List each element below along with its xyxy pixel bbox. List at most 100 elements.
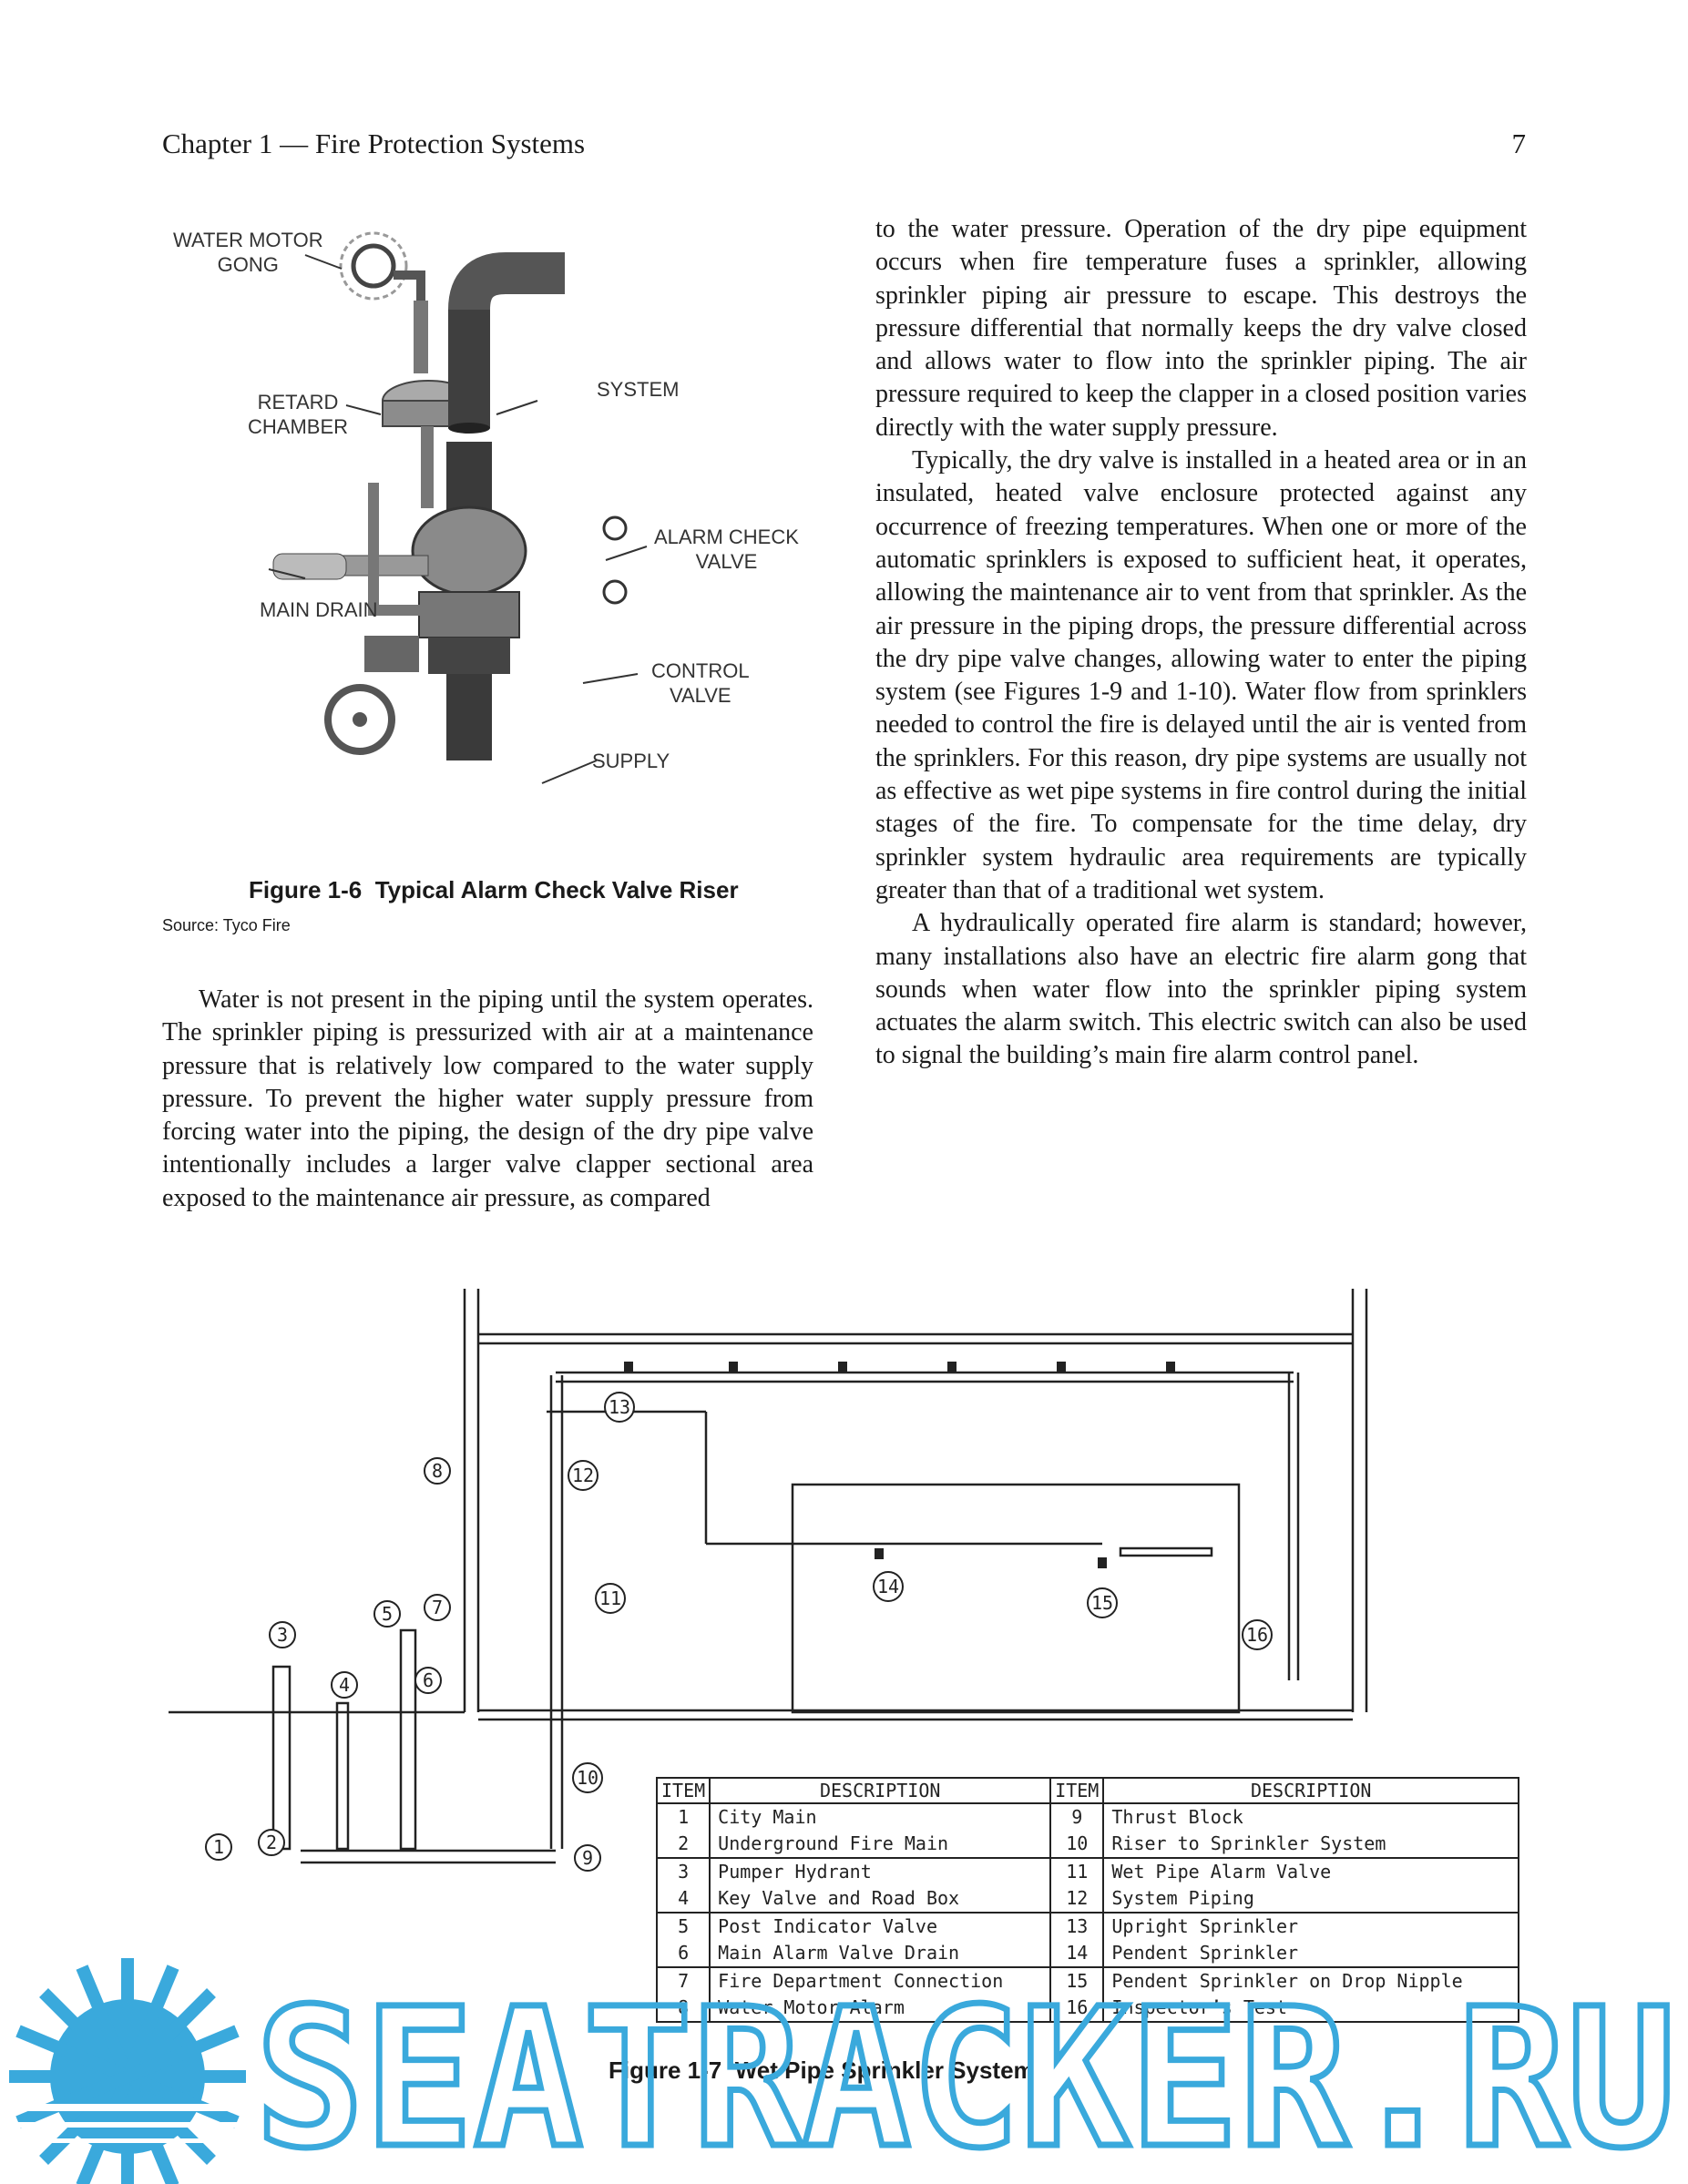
page-number: 7 — [1511, 128, 1527, 159]
callout-3-label: 3 — [277, 1624, 288, 1646]
table-row: 5 Post Indicator Valve 13 Upright Sprink… — [655, 1913, 1519, 1940]
callout-12-label: 12 — [572, 1465, 594, 1486]
item-number: 2 — [655, 1831, 711, 1859]
figure-1-6-illustration — [268, 231, 648, 784]
table-row: 4 Key Valve and Road Box 12 System Pipin… — [655, 1885, 1519, 1914]
table-row: 7 Fire Department Connection 15 Pendent … — [655, 1967, 1519, 1995]
callout-16-label: 16 — [1246, 1624, 1268, 1646]
item-description: Fire Department Connection — [709, 1967, 1052, 1995]
label-alarm-check-valve: ALARM CHECK VALVE — [654, 526, 799, 573]
figure-1-6-caption: Figure 1-6 Typical Alarm Check Valve Ris… — [249, 876, 739, 903]
item-number: 4 — [655, 1885, 711, 1914]
item-number: 7 — [655, 1967, 711, 1995]
item-number: 15 — [1049, 1967, 1105, 1995]
table-header-item: ITEM — [1049, 1777, 1105, 1804]
callout-4: 4 — [331, 1671, 358, 1699]
item-number: 3 — [655, 1858, 711, 1885]
table-row: 2 Underground Fire Main 10 Riser to Spri… — [655, 1831, 1519, 1859]
table-header-row: ITEM DESCRIPTION ITEM DESCRIPTION — [655, 1777, 1519, 1804]
table-header-description: DESCRIPTION — [709, 1777, 1052, 1804]
label-control-valve: CONTROL VALVE — [651, 659, 750, 707]
callout-16: 16 — [1242, 1619, 1273, 1650]
callout-3: 3 — [269, 1621, 296, 1648]
callout-10-label: 10 — [577, 1767, 598, 1789]
label-supply: SUPPLY — [592, 750, 670, 772]
label-main-drain: MAIN DRAIN — [260, 598, 378, 621]
table-row: 1 City Main 9 Thrust Block — [655, 1803, 1519, 1831]
callout-2: 2 — [258, 1829, 285, 1856]
item-number: 5 — [655, 1913, 711, 1940]
item-description: Wet Pipe Alarm Valve — [1102, 1858, 1519, 1885]
item-description: Key Valve and Road Box — [709, 1885, 1052, 1914]
label-water-motor-gong: WATER MOTOR GONG — [173, 229, 323, 276]
left-column: Water is not present in the piping until… — [162, 984, 813, 1215]
right-column: to the water pressure. Operation of the … — [875, 213, 1527, 1073]
table-row: 3 Pumper Hydrant 11 Wet Pipe Alarm Valve — [655, 1858, 1519, 1885]
callout-5: 5 — [373, 1600, 401, 1628]
item-description: Main Alarm Valve Drain — [709, 1940, 1052, 1968]
item-description: Upright Sprinkler — [1102, 1913, 1519, 1940]
callout-7: 7 — [424, 1594, 451, 1621]
callout-9-label: 9 — [582, 1847, 593, 1869]
paragraph: to the water pressure. Operation of the … — [875, 215, 1527, 442]
paragraph: Water is not present in the piping until… — [162, 985, 813, 1212]
callout-9: 9 — [574, 1844, 601, 1872]
watermark-text: SEATRACKER.RU — [255, 1967, 1676, 2184]
item-description: City Main — [709, 1803, 1052, 1831]
callout-1: 1 — [205, 1833, 232, 1861]
callout-6: 6 — [414, 1667, 442, 1694]
table-row: 6 Main Alarm Valve Drain 14 Pendent Spri… — [655, 1940, 1519, 1968]
figure-1-7-caption: Figure 1-7 Wet Pipe Sprinkler System — [609, 2056, 1035, 2084]
sun-logo-icon — [0, 1958, 255, 2184]
item-number: 14 — [1049, 1940, 1105, 1968]
callout-15-label: 15 — [1091, 1592, 1113, 1614]
callout-6-label: 6 — [423, 1669, 434, 1691]
callout-13-label: 13 — [609, 1396, 630, 1418]
callout-11-label: 11 — [599, 1587, 621, 1609]
figure-1-7-diagram: 1 2 3 4 5 6 7 8 9 10 11 12 13 14 15 16 — [169, 1289, 1368, 1872]
item-description: Pendent Sprinkler on Drop Nipple — [1102, 1967, 1519, 1995]
callout-14-label: 14 — [877, 1576, 899, 1597]
callout-2-label: 2 — [266, 1832, 277, 1853]
items-table: ITEM DESCRIPTION ITEM DESCRIPTION 1 City… — [655, 1777, 1519, 2023]
item-number: 10 — [1049, 1831, 1105, 1859]
callout-5-label: 5 — [382, 1603, 393, 1625]
item-number: 1 — [655, 1803, 711, 1831]
callout-11: 11 — [595, 1583, 626, 1614]
item-description: Pumper Hydrant — [709, 1858, 1052, 1885]
item-description: Riser to Sprinkler System — [1102, 1831, 1519, 1859]
table-row: 8 Water Motor Alarm 16 Inspector’s Test — [655, 1995, 1519, 2023]
item-description: Pendent Sprinkler — [1102, 1940, 1519, 1968]
item-number: 11 — [1049, 1858, 1105, 1885]
paragraph: Typically, the dry valve is installed in… — [875, 446, 1527, 904]
callout-4-label: 4 — [339, 1674, 350, 1696]
figure-1-6-source: Source: Tyco Fire — [162, 916, 291, 934]
item-description: Thrust Block — [1102, 1803, 1519, 1831]
callout-10: 10 — [572, 1762, 603, 1793]
item-description: Water Motor Alarm — [709, 1995, 1052, 2023]
item-number: 9 — [1049, 1803, 1105, 1831]
paragraph: A hydraulically operated fire alarm is s… — [875, 909, 1527, 1070]
callout-8-label: 8 — [432, 1460, 443, 1482]
item-description: Underground Fire Main — [709, 1831, 1052, 1859]
item-number: 12 — [1049, 1885, 1105, 1914]
running-header: Chapter 1 — Fire Protection Systems — [162, 128, 586, 159]
item-description: Post Indicator Valve — [709, 1913, 1052, 1940]
callout-12: 12 — [568, 1460, 598, 1491]
item-number: 13 — [1049, 1913, 1105, 1940]
item-number: 8 — [655, 1995, 711, 2023]
callout-8: 8 — [424, 1457, 451, 1485]
label-system: SYSTEM — [597, 378, 680, 401]
table-header-item: ITEM — [655, 1777, 711, 1804]
callout-7-label: 7 — [432, 1597, 443, 1618]
watermark: SEATRACKER.RU — [0, 1958, 1680, 2184]
callout-13: 13 — [604, 1392, 635, 1423]
item-number: 16 — [1049, 1995, 1105, 2023]
table-header-description: DESCRIPTION — [1102, 1777, 1519, 1804]
callout-14: 14 — [873, 1571, 904, 1602]
item-number: 6 — [655, 1940, 711, 1968]
item-description: System Piping — [1102, 1885, 1519, 1914]
callout-1-label: 1 — [213, 1836, 224, 1858]
callout-15: 15 — [1087, 1587, 1118, 1618]
label-retard-chamber: RETARD CHAMBER — [248, 391, 349, 438]
